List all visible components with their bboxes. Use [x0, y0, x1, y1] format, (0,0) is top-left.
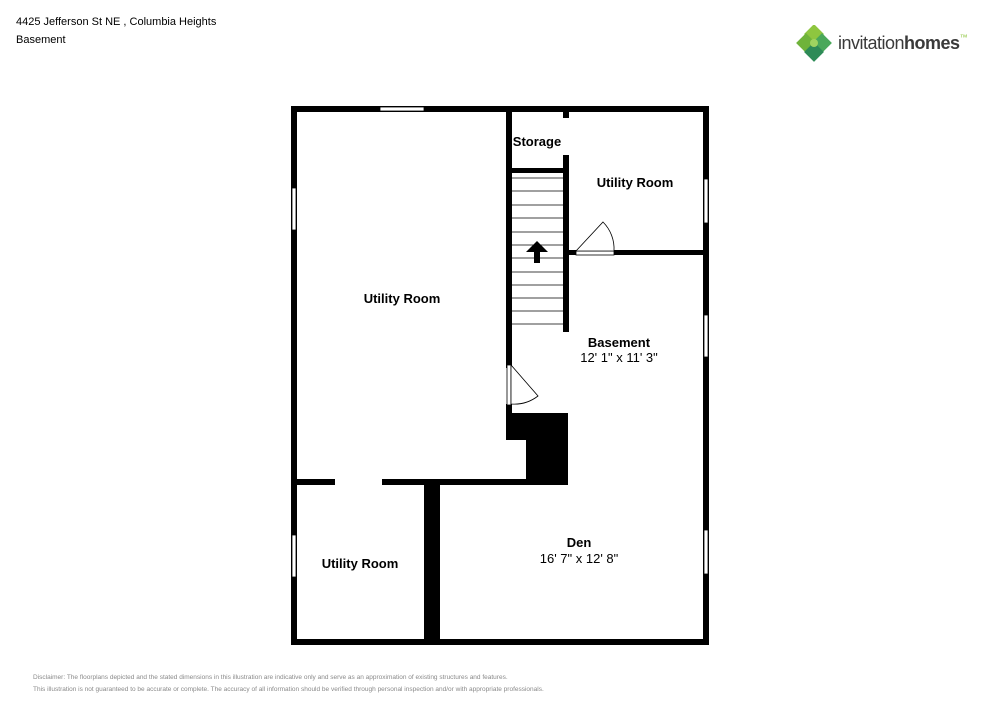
wall-bottom — [291, 639, 709, 645]
logo-trademark: ™ — [959, 33, 968, 42]
room-label-utility-main: Utility Room — [364, 291, 441, 306]
room-label-basement: Basement — [588, 335, 651, 350]
wall-mid-left — [291, 479, 335, 485]
disclaimer-line-2: This illustration is not guaranteed to b… — [33, 686, 544, 693]
door-utility-swing — [510, 363, 539, 405]
property-address: 4425 Jefferson St NE , Columbia Heights — [16, 16, 217, 28]
stair-direction-arrow-icon — [526, 241, 548, 263]
room-label-utility-lower-left: Utility Room — [322, 556, 399, 571]
column-block-lower — [526, 413, 568, 484]
room-label-den: Den — [567, 535, 592, 550]
wall-storage-bottom — [506, 168, 568, 173]
room-dimensions-den: 16' 7" x 12' 8" — [540, 551, 619, 566]
wall-mid-right — [382, 479, 568, 485]
doors — [506, 221, 615, 406]
wall-utility-ur-bottom — [614, 250, 709, 255]
wall-utility-east — [506, 112, 512, 368]
wall-stair-east — [563, 155, 569, 332]
floor-level-label: Basement — [16, 34, 66, 46]
wall-utility-ur-bottom-left — [569, 250, 576, 255]
wall-right — [703, 106, 709, 645]
wall-top — [291, 106, 709, 112]
wall-storage-stair-east-top — [563, 112, 569, 118]
window-left-upper — [291, 187, 297, 231]
door-utility-frame — [506, 364, 512, 406]
logo-text-light: invitation — [838, 33, 905, 53]
window-top — [379, 106, 425, 112]
door-utility-ur-frame — [575, 250, 615, 256]
room-dimensions-basement: 12' 1" x 11' 3" — [580, 350, 658, 365]
window-right-mid — [703, 314, 709, 358]
stairs — [512, 177, 563, 325]
logo-wordmark: invitationhomes™ — [838, 33, 968, 54]
door-utility-ur-swing — [575, 221, 615, 252]
window-right-lower — [703, 529, 709, 575]
wall-den-west — [424, 485, 440, 645]
window-left-lower — [291, 534, 297, 578]
logo-mark-icon — [796, 25, 832, 62]
walls — [291, 106, 709, 645]
room-label-utility-upper-right: Utility Room — [597, 175, 674, 190]
logo-text-bold: homes — [904, 33, 960, 53]
invitation-homes-logo: invitationhomes™ — [796, 25, 986, 65]
wall-left — [291, 106, 297, 645]
window-right-upper — [703, 178, 709, 224]
room-label-storage: Storage — [513, 134, 561, 149]
room-labels: Utility Room Storage Utility Room Baseme… — [322, 134, 674, 571]
windows — [291, 106, 709, 578]
disclaimer-line-1: Disclaimer: The floorplans depicted and … — [33, 674, 508, 681]
